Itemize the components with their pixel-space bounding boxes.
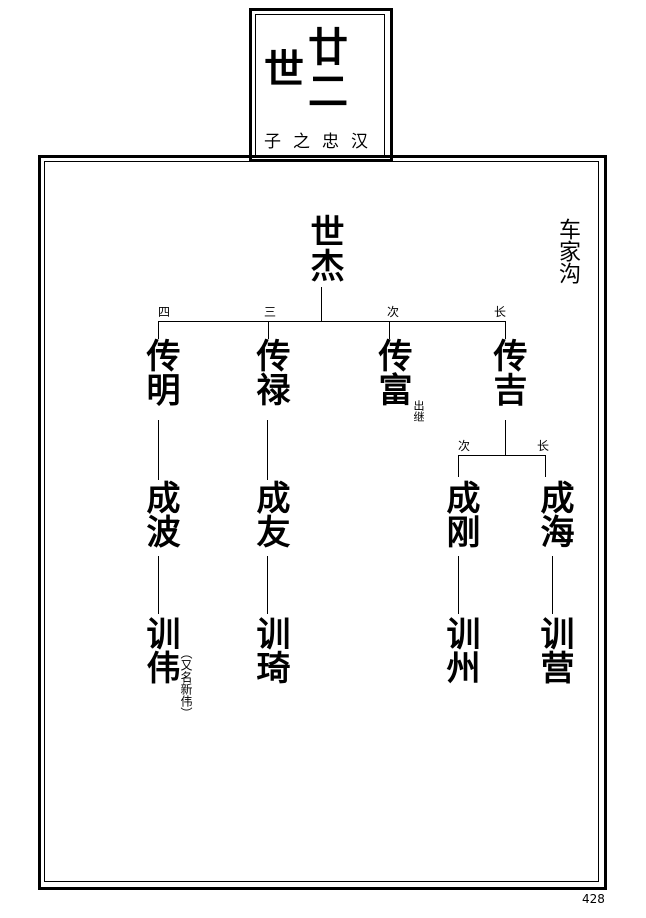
main-frame-inner <box>44 161 599 882</box>
sibling-bar <box>158 321 506 322</box>
sibling-bar <box>458 455 546 456</box>
connector <box>458 556 459 614</box>
root-name: 世杰 <box>304 214 344 282</box>
connector <box>458 455 459 477</box>
person-name: 成波 <box>140 480 180 548</box>
rank-label: 长 <box>536 439 549 453</box>
connector <box>505 420 506 455</box>
connector <box>389 321 390 339</box>
connector <box>321 287 322 321</box>
person-name: 训营 <box>534 616 574 684</box>
connector <box>268 321 269 339</box>
rank-label: 次 <box>386 305 399 319</box>
connector <box>545 455 546 477</box>
page-number: 428 <box>582 892 605 906</box>
connector <box>267 556 268 614</box>
person-name: 成刚 <box>440 480 480 548</box>
connector <box>158 556 159 614</box>
rank-label: 四 <box>157 305 170 319</box>
connector <box>505 321 506 339</box>
person-name: 传禄 <box>250 338 290 406</box>
person-name: 传吉 <box>487 338 527 406</box>
generation-title: 廿二世 <box>257 26 348 114</box>
lineage-subtitle: 子之忠汉 <box>264 132 380 152</box>
person-name: 成海 <box>534 480 574 548</box>
rank-label: 长 <box>493 305 506 319</box>
connector <box>267 420 268 480</box>
connector <box>158 321 159 339</box>
person-name: 传富 <box>372 338 412 406</box>
rank-label: 次 <box>457 439 470 453</box>
alias-note: （又名新伟） <box>179 647 193 719</box>
person-name: 训琦 <box>250 616 290 684</box>
person-name: 成友 <box>250 480 290 548</box>
place-name: 车家沟 <box>555 218 580 284</box>
person-name: 传明 <box>140 338 180 406</box>
generation-header-box <box>249 8 393 162</box>
adoption-note: 出继 <box>412 400 425 422</box>
rank-label: 三 <box>263 305 276 319</box>
connector <box>552 556 553 614</box>
person-name: 训伟 <box>140 616 180 684</box>
main-frame <box>38 155 607 890</box>
person-name: 训州 <box>440 616 480 684</box>
connector <box>158 420 159 480</box>
